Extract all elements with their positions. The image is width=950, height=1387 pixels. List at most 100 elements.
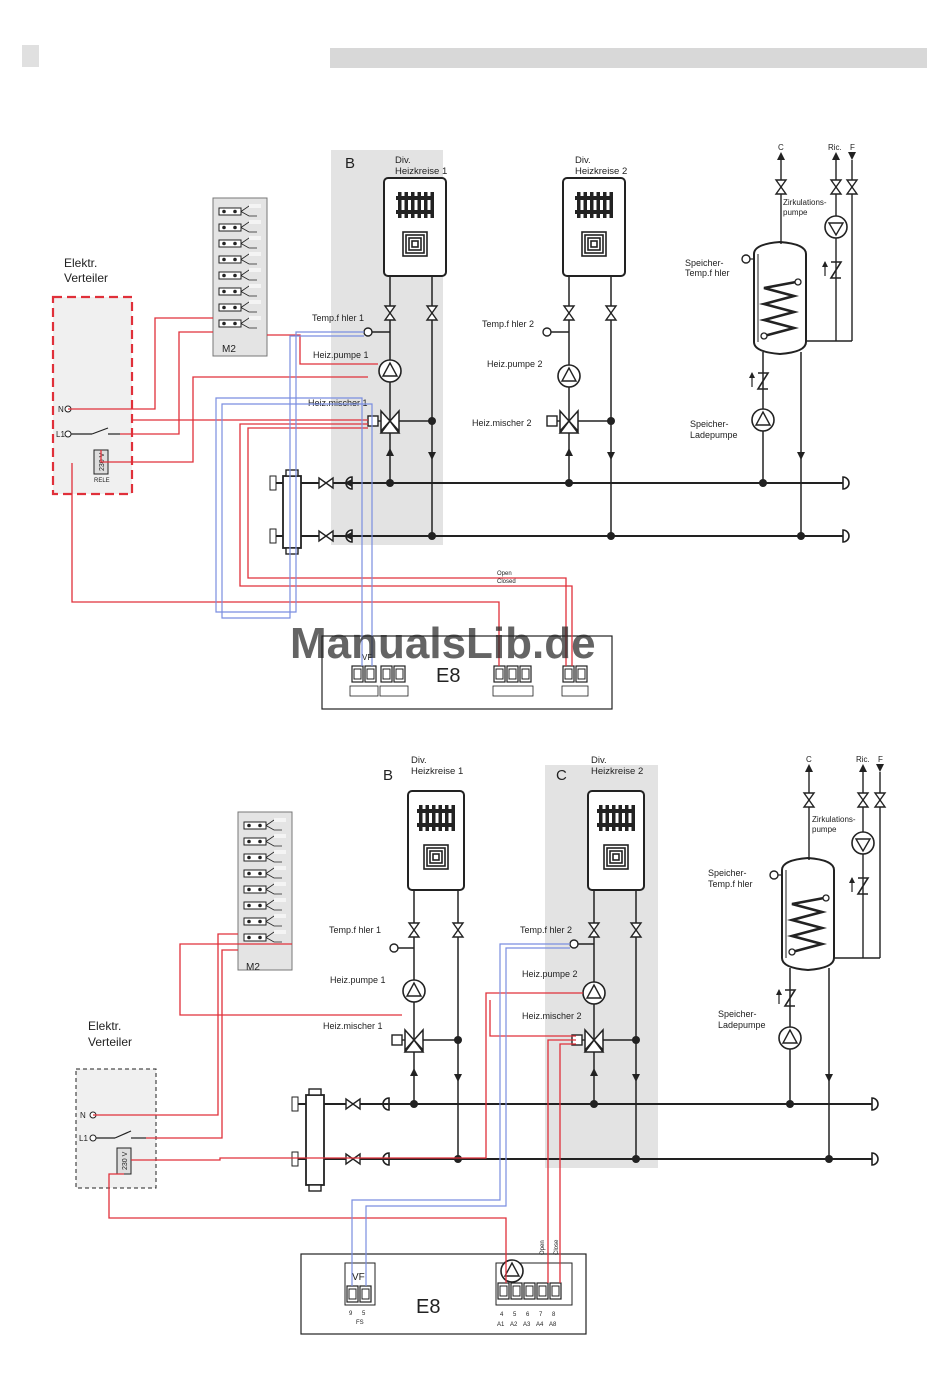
pump-arrow (405, 981, 423, 997)
temp-sensor-2-label: Temp.f hler 2 (520, 925, 572, 935)
terminal-tag (274, 818, 286, 822)
terminal-screw (508, 668, 517, 680)
junction-dot (607, 417, 615, 425)
closed-label: Closed (497, 579, 516, 585)
radiator-fin (577, 192, 581, 218)
flow-arrow-icon (607, 452, 615, 460)
output-num: 5 (513, 1312, 517, 1318)
floor-heating-coil (612, 853, 620, 861)
valve-body (318, 476, 334, 490)
terminal-screw (521, 668, 530, 680)
actuator-box (391, 1034, 403, 1046)
output-name: A2 (510, 1322, 518, 1328)
separator-cap (285, 469, 299, 477)
recirc-pump-label-2: pumpe (783, 208, 808, 217)
tank-charge-pump-icon (751, 408, 775, 432)
radiator-fin (430, 192, 434, 218)
mixer-1-icon (367, 409, 401, 434)
cap-body (842, 529, 850, 543)
radiator-fin (631, 805, 635, 831)
check-valve-icon (776, 989, 797, 1007)
mixer-bottom (403, 1038, 425, 1053)
flow-arrow-icon (565, 448, 573, 456)
radiator-fin (590, 192, 594, 218)
flow-arrow-icon (454, 1074, 462, 1082)
mixer-2-label: Heiz.mischer 2 (522, 1011, 582, 1021)
terminal-screw (258, 839, 262, 844)
shutoff-valve-icon (318, 529, 334, 543)
wire-pump1-b (267, 334, 378, 365)
heating-pump-2-label: Heiz.pumpe 2 (487, 359, 543, 369)
check-arrow (822, 261, 828, 267)
floor-heating-coil (411, 240, 419, 248)
radiator-fin (599, 805, 603, 831)
wire-sensor-b (221, 335, 373, 666)
flow-arrow-icon (832, 152, 840, 160)
shutoff-valve-icon (774, 179, 788, 195)
valve-body (562, 305, 576, 321)
actuator-box (546, 415, 558, 427)
wire-close (247, 427, 567, 666)
flow-arrow-icon (428, 452, 436, 460)
switch-blade (114, 1130, 132, 1139)
radiator-fin (445, 805, 449, 831)
coil-port (822, 894, 830, 902)
output-num: 8 (552, 1312, 556, 1318)
coil-port (794, 278, 802, 286)
terminal-tag (249, 236, 261, 240)
shutoff-valve-icon (802, 792, 816, 808)
mixer-bottom (379, 419, 401, 434)
circuit2-subtitle: Heizkreise 2 (575, 166, 627, 177)
valve-body (345, 1152, 361, 1166)
recirc-pump-label: Zirkulations- (812, 815, 856, 824)
terminal-tag (274, 834, 286, 838)
junction-dot (454, 1155, 462, 1163)
separator-flange (291, 1151, 299, 1167)
emitter-circuit-1 (383, 177, 447, 277)
open-label: Open (497, 571, 512, 577)
valve-body (451, 922, 465, 938)
emitter-box (407, 790, 465, 891)
terminal-screw (258, 887, 262, 892)
output-name: A1 (497, 1322, 505, 1328)
recirc-pump-label: Zirkulations- (783, 198, 827, 207)
circuit1-title: Div. (411, 755, 427, 766)
terminal-tag (249, 268, 261, 272)
relay-voltage: 230 V (122, 1151, 129, 1170)
terminal-pump1 (380, 665, 406, 683)
radiator-fin (451, 805, 455, 831)
terminal-slot (380, 665, 393, 683)
valve-body (425, 305, 439, 321)
radiator-fin (438, 805, 442, 831)
flow-arrow-icon (344, 532, 352, 540)
terminal-slot (506, 665, 519, 683)
junction-dot (590, 1100, 598, 1108)
emitter-box (562, 177, 626, 277)
terminal-slot (536, 1282, 549, 1300)
check-z (783, 989, 797, 1007)
terminal-tag (274, 930, 286, 934)
floor-heating-coil (606, 847, 626, 867)
terminal-tag (379, 685, 409, 697)
terminal-slot (519, 665, 532, 683)
shutoff-valve-icon (845, 179, 859, 195)
floor-heating-coil (402, 231, 428, 257)
terminal-mixer (562, 665, 588, 683)
hydraulic-separator (305, 1088, 325, 1192)
terminal-lead (240, 323, 257, 329)
pump-arrow (585, 983, 603, 999)
output-name: A3 (523, 1322, 531, 1328)
junction-dot (632, 1155, 640, 1163)
separator-flange (269, 528, 277, 544)
temp-sensor-2-icon (569, 939, 579, 949)
terminal-slot (364, 665, 377, 683)
terminal-screw (499, 1285, 508, 1297)
floor-heating-coil (405, 234, 425, 254)
flow-arrow-icon (805, 764, 813, 772)
radiator-bar (597, 809, 635, 813)
terminal-lead (265, 857, 282, 863)
junction-dot (565, 479, 573, 487)
circuit1-title: Div. (395, 155, 411, 166)
cap-body (842, 476, 850, 490)
